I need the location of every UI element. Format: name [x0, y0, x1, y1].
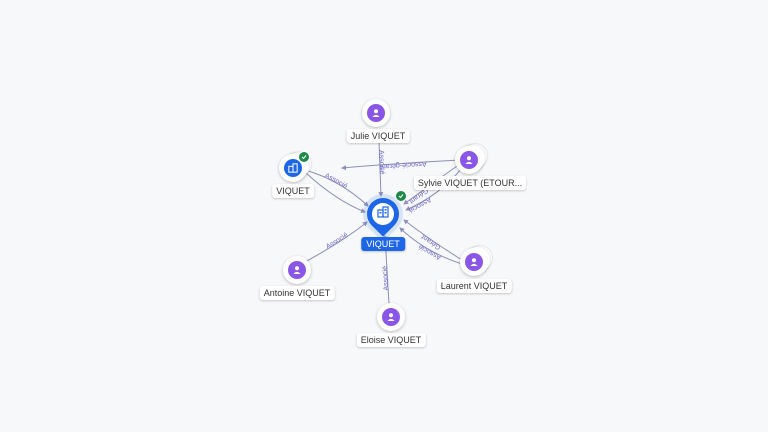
center-pin — [360, 191, 406, 237]
node-sylvie[interactable] — [455, 146, 483, 174]
edge-antoine-center — [304, 221, 368, 263]
node-viquet-company[interactable] — [279, 151, 310, 182]
edge-label-company: Associé — [323, 172, 348, 190]
node-label-antoine[interactable]: Antoine VIQUET — [259, 286, 335, 300]
node-label-viquet-company[interactable]: VIQUET — [272, 184, 314, 198]
building-icon — [377, 205, 389, 223]
person-icon — [382, 308, 400, 326]
person-icon — [288, 261, 306, 279]
edge-sylvie-company — [341, 159, 461, 171]
person-icon — [367, 104, 385, 122]
edge-label-julie: Associé — [377, 150, 385, 175]
edge-sylvie-center-associe — [405, 167, 463, 211]
edge-laurent-center-associe — [399, 227, 463, 265]
person-icon — [460, 151, 478, 169]
person-icon — [465, 253, 483, 271]
verified-check-icon — [298, 151, 310, 163]
verified-check-icon — [395, 190, 407, 202]
center-node[interactable] — [360, 190, 407, 237]
edge-label-sylvie-company: Associé-gérant — [380, 160, 427, 170]
edge-company-center — [304, 169, 369, 207]
node-eloise[interactable] — [377, 303, 405, 331]
building-icon — [284, 159, 302, 177]
node-label-julie[interactable]: Julie VIQUET — [346, 129, 410, 143]
node-antoine[interactable] — [283, 256, 311, 284]
edge-label-antoine: Associé — [325, 232, 350, 251]
edge-julie-center — [378, 141, 384, 197]
node-label-eloise[interactable]: Eloise VIQUET — [356, 333, 426, 347]
node-julie[interactable] — [362, 99, 390, 127]
center-node-label[interactable]: VIQUET — [361, 237, 405, 251]
node-label-laurent[interactable]: Laurent VIQUET — [436, 279, 512, 293]
edge-label-eloise: Associé — [382, 266, 390, 291]
edge-company-center-2 — [304, 171, 366, 213]
edge-laurent-center-gerant — [403, 219, 463, 261]
node-laurent[interactable] — [460, 248, 488, 276]
node-label-sylvie[interactable]: Sylvie VIQUET (ETOUR... — [413, 176, 527, 190]
